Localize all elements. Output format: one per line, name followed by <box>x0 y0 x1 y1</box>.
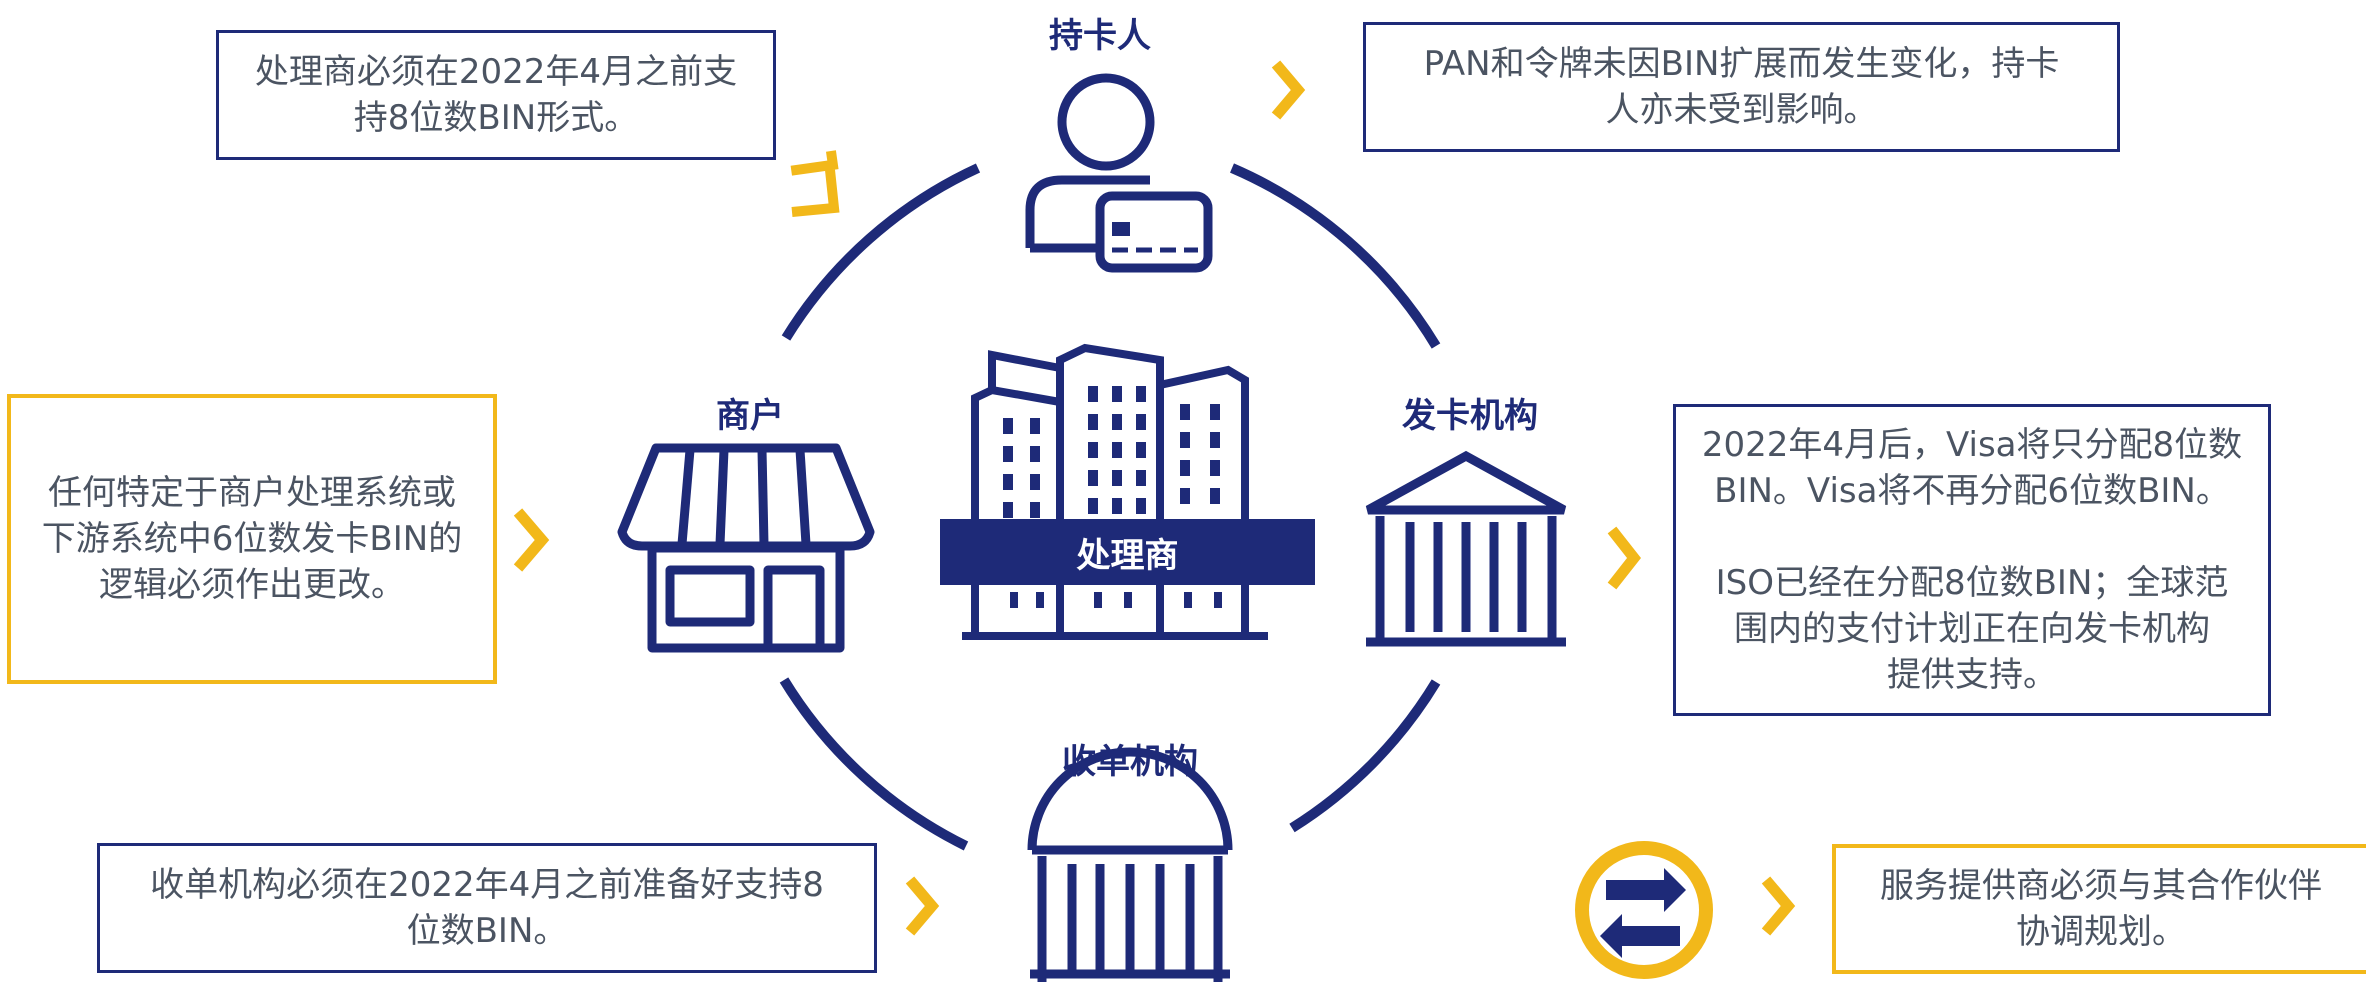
storefront-icon <box>617 443 875 653</box>
person-with-card-icon <box>1025 73 1213 273</box>
note-issuer-allocation: 2022年4月后，Visa将只分配8位数 BIN。Visa将不再分配6位数BIN… <box>1673 404 2271 716</box>
processor-label: 处理商 <box>1076 535 1179 576</box>
cycle-ring <box>779 163 1441 851</box>
note-processor-deadline-text: 处理商必须在2022年4月之前支 持8位数BIN形式。 <box>254 52 738 138</box>
note-issuer-allocation-text: 2022年4月后，Visa将只分配8位数 BIN。Visa将不再分配6位数BIN… <box>1701 425 2243 695</box>
corner-bracket-icon <box>791 169 840 217</box>
corner-bracket-icon <box>790 150 839 176</box>
domed-building-icon <box>1027 747 1233 982</box>
note-providers-text: 服务提供商必须与其合作伙伴 协调规划。 <box>1880 866 2322 952</box>
note-acquirer-deadline: 收单机构必须在2022年4月之前准备好支持8 位数BIN。 <box>97 843 877 973</box>
exchange-arrows-icon <box>1575 841 1713 979</box>
chevron-right-icon <box>513 60 1796 936</box>
note-merchant-logic-text: 任何特定于商户处理系统或 下游系统中6位数发卡BIN的 逻辑必须作出更改。 <box>41 473 463 605</box>
merchant-label: 商户 <box>716 396 784 436</box>
issuer-label: 发卡机构 <box>1402 396 1538 436</box>
note-acquirer-deadline-text: 收单机构必须在2022年4月之前准备好支持8 位数BIN。 <box>150 865 824 951</box>
office-buildings-icon <box>962 343 1268 640</box>
processor-banner <box>940 519 1315 585</box>
note-providers: 服务提供商必须与其合作伙伴 协调规划。 <box>1832 844 2366 974</box>
note-processor-deadline: 处理商必须在2022年4月之前支 持8位数BIN形式。 <box>216 30 776 160</box>
note-merchant-logic: 任何特定于商户处理系统或 下游系统中6位数发卡BIN的 逻辑必须作出更改。 <box>7 394 497 684</box>
note-pan-tokens: PAN和令牌未因BIN扩展而发生变化，持卡 人亦未受到影响。 <box>1363 22 2120 152</box>
bank-building-icon <box>1365 450 1567 647</box>
cardholder-label: 持卡人 <box>1049 16 1151 56</box>
note-pan-tokens-text: PAN和令牌未因BIN扩展而发生变化，持卡 人亦未受到影响。 <box>1423 44 2060 130</box>
